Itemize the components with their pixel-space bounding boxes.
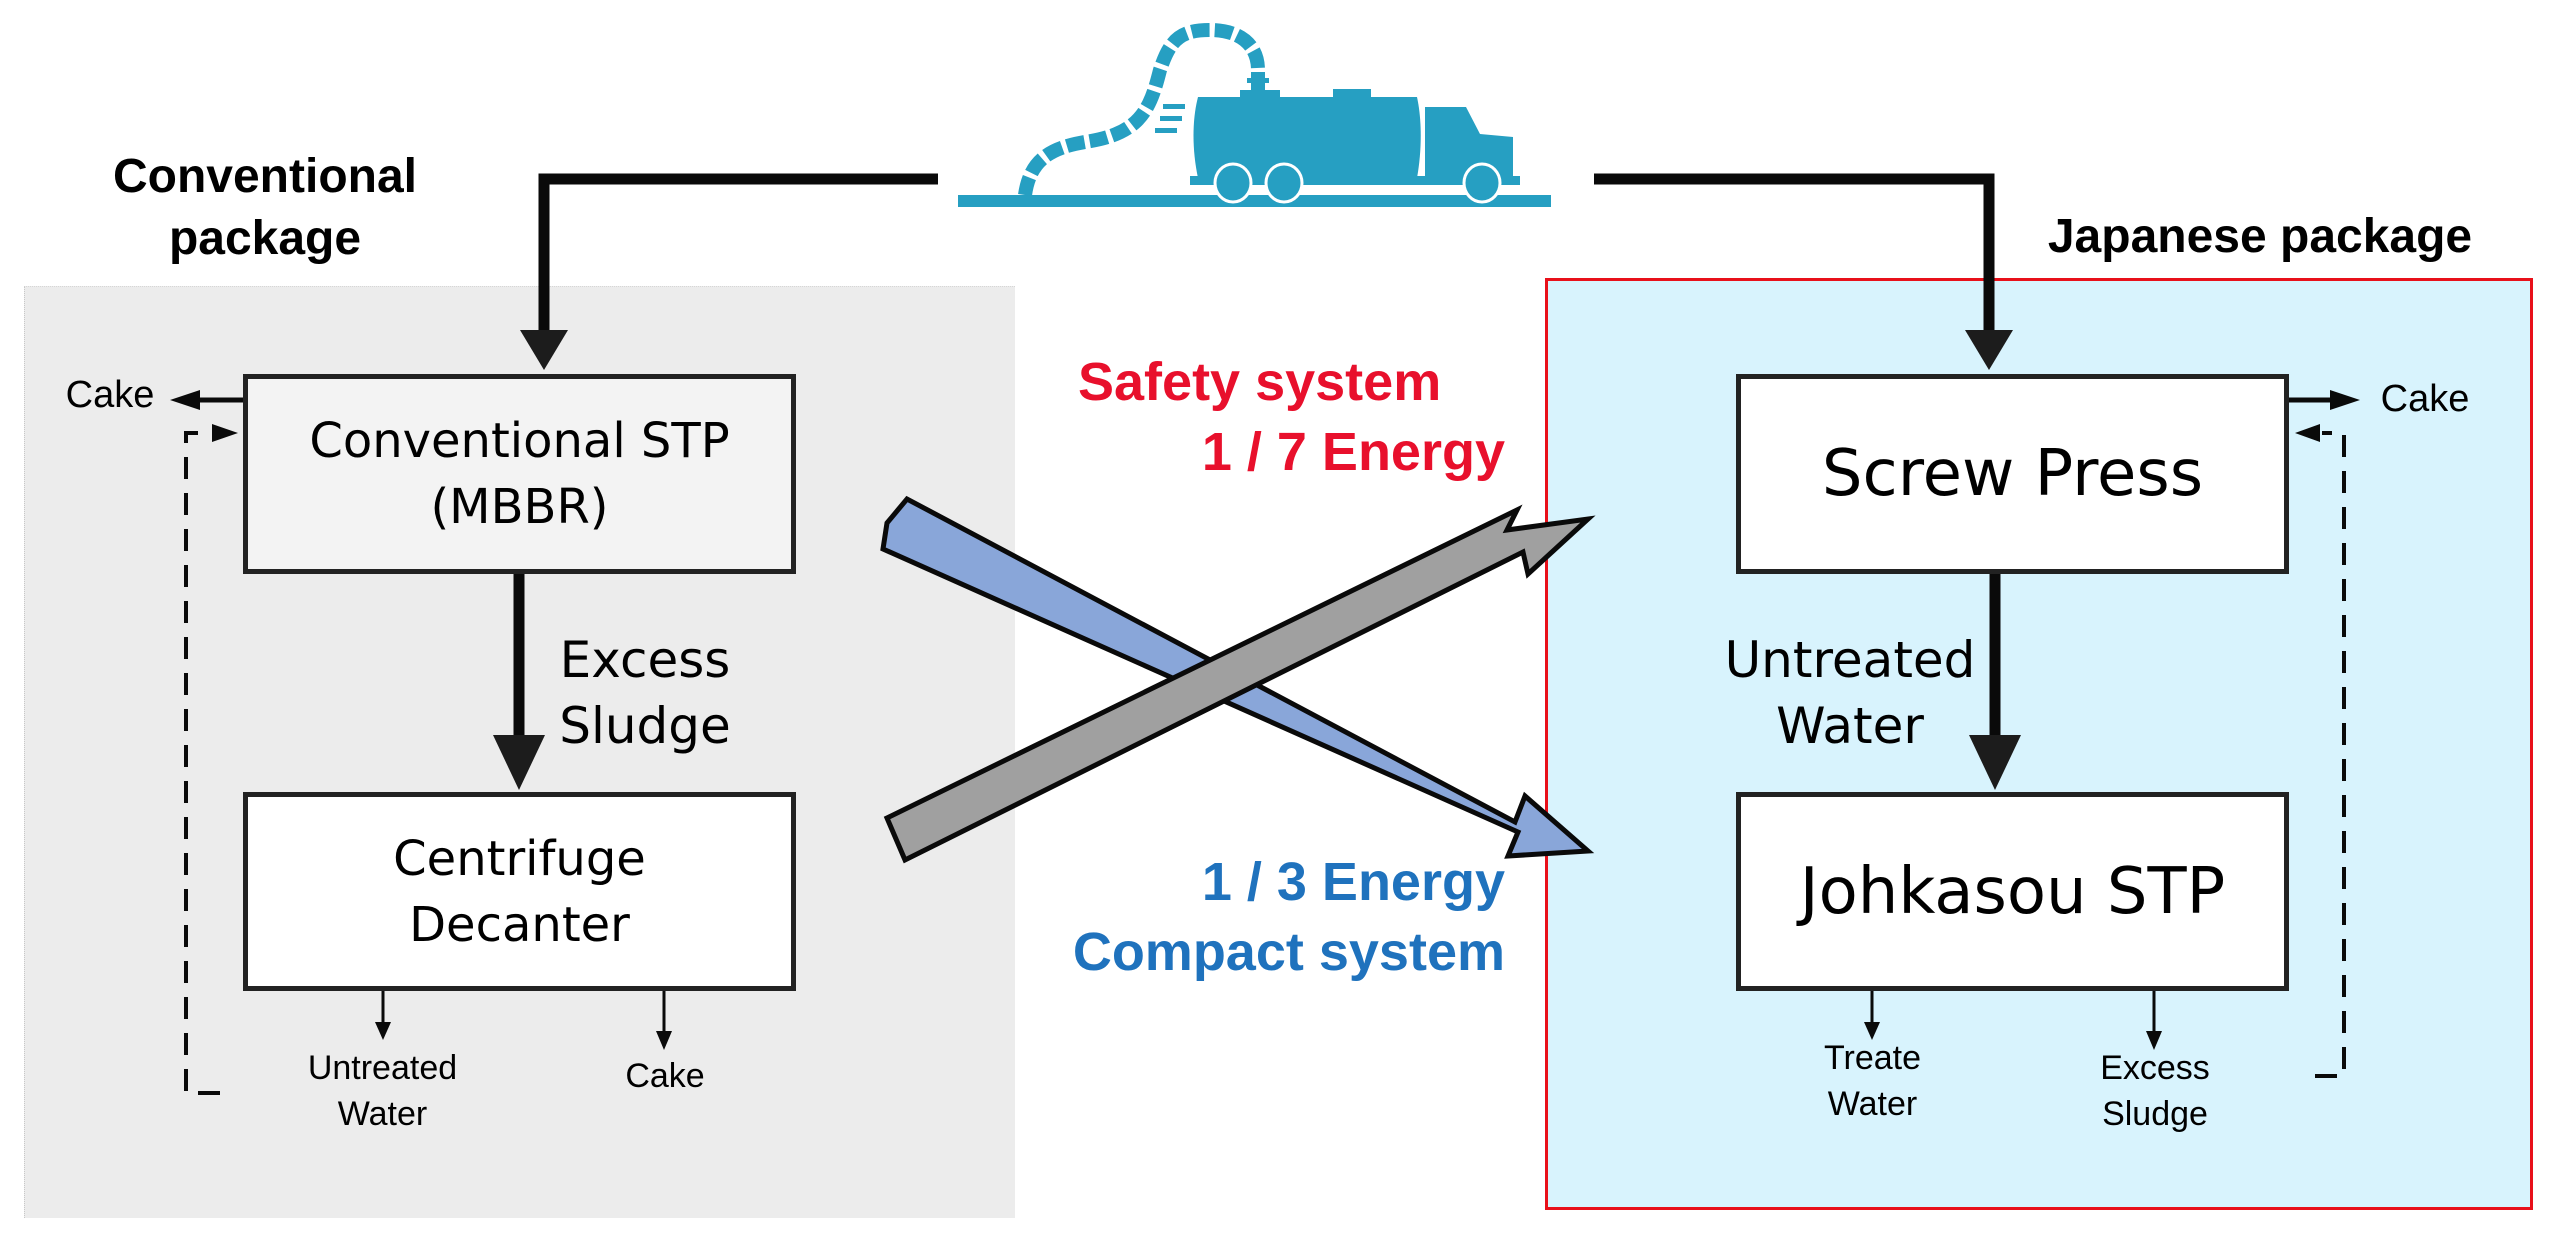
flow-label-line: Untreated xyxy=(1724,631,1976,689)
box-label: Johkasou STP xyxy=(1799,854,2226,929)
untreated-water-arrow xyxy=(1969,573,2021,790)
treated-water-output-label: Treate Water xyxy=(1790,1035,1955,1127)
feed-line-right xyxy=(1594,173,2013,370)
energy-third-text: 1 / 3 Energy xyxy=(1201,852,1505,912)
safety-system-label: Safety system 1 / 7 Energy xyxy=(1000,347,1505,487)
cake-label-left: Cake xyxy=(65,374,155,416)
energy-seventh-text: 1 / 7 Energy xyxy=(1201,422,1505,482)
output-label-line: Water xyxy=(1827,1085,1918,1123)
centrifuge-decanter-box: Centrifuge Decanter xyxy=(243,792,796,991)
box-label: Conventional STP xyxy=(309,413,730,469)
flow-label-line: Excess xyxy=(559,631,731,689)
box-label: (MBBR) xyxy=(430,479,609,535)
japanese-package-title: Japanese package xyxy=(2047,210,2473,263)
compact-system-text: Compact system xyxy=(1072,922,1505,982)
safety-system-text: Safety system xyxy=(1078,352,1442,412)
conventional-package-title: Conventional package xyxy=(60,146,470,270)
cake-output-label: Cake xyxy=(625,1057,705,1095)
conventional-stp-box: Conventional STP (MBBR) xyxy=(243,374,796,574)
title-line: Conventional xyxy=(112,150,417,203)
output-label-line: Treate xyxy=(1823,1039,1921,1077)
output-label-line: Excess xyxy=(2100,1049,2210,1087)
flow-label-line: Water xyxy=(1776,697,1924,755)
johkasou-output-arrows xyxy=(1864,990,2162,1050)
flow-label-line: Sludge xyxy=(559,697,731,755)
cake-out-arrow-left xyxy=(170,390,243,410)
excess-sludge-arrow xyxy=(493,573,545,790)
recycle-dashed-right xyxy=(2295,424,2346,1078)
screw-press-box: Screw Press xyxy=(1736,374,2289,574)
feed-line-left xyxy=(520,173,938,370)
cake-label-right: Cake xyxy=(2380,378,2470,420)
arrow-to-japanese xyxy=(883,504,1596,864)
johkasou-stp-box: Johkasou STP xyxy=(1736,792,2289,991)
compact-system-label: 1 / 3 Energy Compact system xyxy=(1000,847,1505,987)
output-label-line: Water xyxy=(337,1095,428,1133)
vacuum-truck-icon xyxy=(958,22,1551,207)
box-label: Screw Press xyxy=(1821,437,2204,511)
comparison-arrows xyxy=(880,495,1596,864)
output-label-line: Untreated xyxy=(307,1049,458,1087)
box-label: Decanter xyxy=(409,896,630,953)
title-line: package xyxy=(168,212,362,265)
output-label-line: Sludge xyxy=(2102,1095,2208,1133)
box-label: Centrifuge xyxy=(393,830,646,887)
cake-out-arrow-right xyxy=(2288,390,2360,410)
excess-sludge-output-label: Excess Sludge xyxy=(2070,1045,2240,1137)
recycle-dashed-left xyxy=(184,424,238,1095)
untreated-water-label: Untreated Water xyxy=(1720,627,1980,759)
untreated-water-output-label: Untreated Water xyxy=(270,1045,495,1137)
decanter-output-arrows xyxy=(375,990,672,1050)
excess-sludge-label: Excess Sludge xyxy=(540,627,750,759)
